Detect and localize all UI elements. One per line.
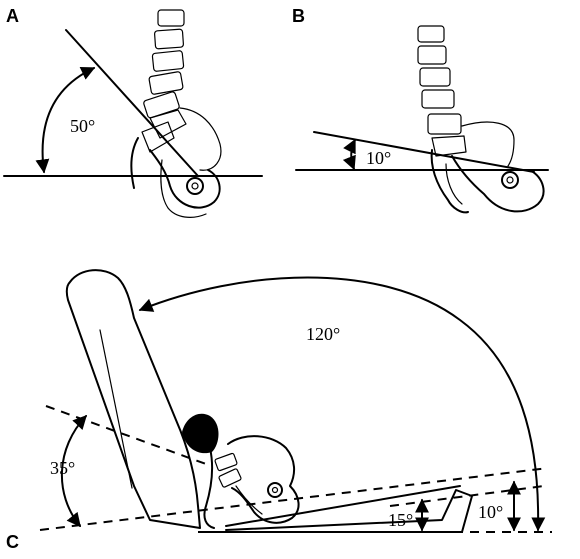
panel-c-back-dashed-line: [45, 405, 207, 465]
panel-c-seat-base: [199, 489, 473, 533]
panel-c-120-arc: [138, 276, 546, 532]
panel-a-inclined-line: [65, 29, 199, 177]
panel-a: A 50°: [3, 6, 263, 218]
panel-b-spine-sketch: [417, 25, 545, 214]
panel-a-spine-sketch: [130, 9, 222, 218]
panel-c-thigh-dashed-line: [39, 467, 549, 531]
panel-c-backrest: [65, 269, 201, 529]
panel-c-letter: C: [6, 532, 19, 552]
panel-a-angle-arc: [35, 66, 96, 174]
panel-b-inclined-line: [313, 131, 535, 173]
panel-b-angle-label: 10°: [366, 148, 391, 168]
panel-a-letter: A: [6, 6, 19, 26]
panel-b-letter: B: [292, 6, 305, 26]
panel-c-seat-dashed-line: [389, 485, 545, 507]
panel-a-angle-label: 50°: [70, 116, 95, 136]
panel-c-backrest-inner-line: [99, 329, 133, 489]
panel-c: C 120° 35° 15°: [6, 269, 552, 552]
panel-c-35-arc: [61, 414, 87, 528]
panel-c-10-label: 10°: [478, 502, 503, 522]
panel-c-15-label: 15°: [388, 510, 413, 530]
panel-b: B 10°: [292, 6, 549, 214]
panel-c-head-shape: [182, 413, 219, 454]
panel-c-35-label: 35°: [50, 458, 75, 478]
panel-b-angle-arc: [342, 138, 356, 171]
panel-c-120-label: 120°: [306, 324, 340, 344]
panel-c-pelvis-sketch: [203, 435, 300, 529]
